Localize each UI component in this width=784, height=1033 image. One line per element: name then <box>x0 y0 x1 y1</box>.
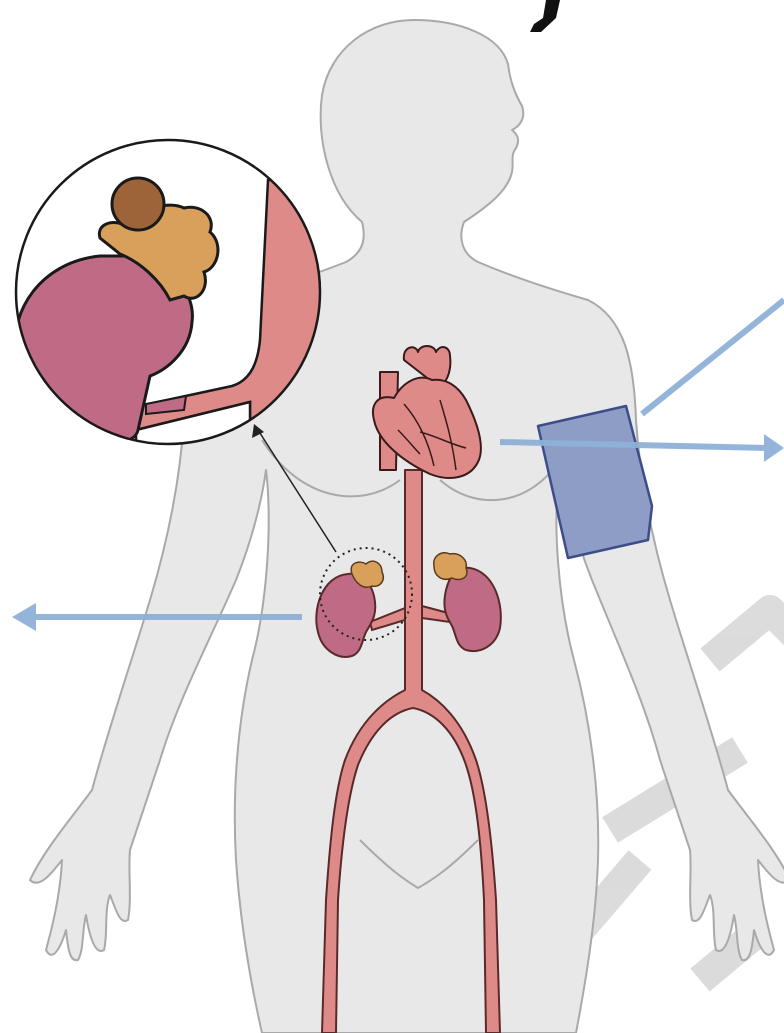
title-fragment <box>530 0 560 32</box>
adrenal-gland-icon-right <box>434 553 467 580</box>
upper-right-arrow <box>642 300 784 414</box>
